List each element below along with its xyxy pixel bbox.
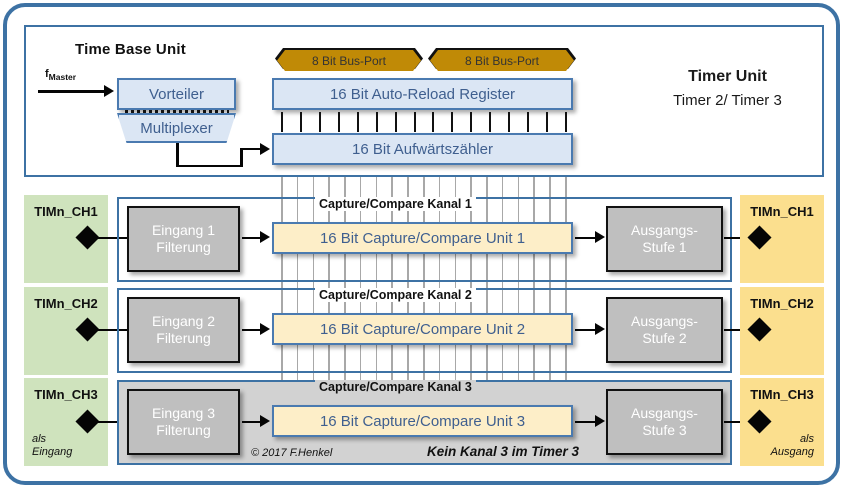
cc-to-output-arrow-ch3-icon xyxy=(595,415,605,427)
input-filter-ch3-line2: Filterung xyxy=(156,422,211,438)
output-stage-ch1: Ausgangs- Stufe 1 xyxy=(606,206,723,272)
input-filter-ch1-line1: Eingang 1 xyxy=(151,221,216,238)
time-base-unit-title: Time Base Unit xyxy=(75,41,186,58)
input-panel-ch3: TIMn_CH3 als Eingang xyxy=(24,378,108,466)
input-filter-ch3-line1: Eingang 3 xyxy=(151,404,216,421)
page-title: Timer Unit xyxy=(688,68,767,85)
capture-compare-unit-3-label: 16 Bit Capture/Compare Unit 3 xyxy=(319,412,526,430)
pin-label-right-ch3: TIMn_CH3 xyxy=(750,387,814,402)
input-filter-ch2: Eingang 2 Filterung xyxy=(127,297,240,363)
capture-compare-unit-2-label: 16 Bit Capture/Compare Unit 2 xyxy=(319,320,526,338)
input-filter-ch1: Eingang 1 Filterung xyxy=(127,206,240,272)
output-stage-ch3-line1: Ausgangs- xyxy=(631,404,698,421)
cc-to-output-line-ch3 xyxy=(575,420,597,423)
prescaler-label: Vorteiler xyxy=(148,85,205,103)
auto-reload-register-box: 16 Bit Auto-Reload Register xyxy=(272,78,573,110)
f-master-subscript: Master xyxy=(48,72,77,83)
channel-3-title: Capture/Compare Kanal 3 xyxy=(315,380,476,394)
pin-label-left-ch1: TIMn_CH1 xyxy=(34,204,98,219)
channel-1-title: Capture/Compare Kanal 1 xyxy=(315,197,476,211)
pin-in-line-ch2 xyxy=(96,328,128,331)
mux-to-counter-arrow-icon xyxy=(260,142,270,155)
cc-to-output-arrow-ch1-icon xyxy=(595,231,605,243)
input-filter-ch3: Eingang 3 Filterung xyxy=(127,389,240,455)
capture-compare-unit-2: 16 Bit Capture/Compare Unit 2 xyxy=(272,313,573,345)
cc-to-output-line-ch1 xyxy=(575,236,597,239)
mux-out-hline xyxy=(176,164,242,167)
copyright-text: © 2017 F.Henkel xyxy=(251,447,333,459)
pin-label-right-ch1: TIMn_CH1 xyxy=(750,204,814,219)
up-counter-box: 16 Bit Aufwärtszähler xyxy=(272,133,573,165)
up-counter-label: 16 Bit Aufwärtszähler xyxy=(352,140,493,158)
capture-compare-unit-1: 16 Bit Capture/Compare Unit 1 xyxy=(272,222,573,254)
pin-in-line-ch3 xyxy=(96,420,128,423)
bus-port-right-label: 8 Bit Bus-Port xyxy=(464,53,540,68)
mux-out-vline2 xyxy=(240,149,243,167)
output-stage-ch3-line2: Stufe 3 xyxy=(642,422,687,438)
output-note-ch3: als Ausgang xyxy=(771,433,814,461)
input-note-ch3-line1: als xyxy=(32,432,47,445)
output-stage-ch2: Ausgangs- Stufe 2 xyxy=(606,297,723,363)
output-stage-ch1-line2: Stufe 1 xyxy=(642,239,687,255)
filter-to-cc-line-ch1 xyxy=(242,236,262,239)
channel-2-title: Capture/Compare Kanal 2 xyxy=(315,288,476,302)
capture-compare-unit-3: 16 Bit Capture/Compare Unit 3 xyxy=(272,405,573,437)
multiplexer-box: Multiplexer xyxy=(117,113,236,143)
channel-3-disabled-note: Kein Kanal 3 im Timer 3 xyxy=(427,444,580,459)
output-stage-ch2-line1: Ausgangs- xyxy=(631,312,698,329)
clock-input-arrow-icon xyxy=(104,84,114,97)
f-master-label: fMaster xyxy=(45,68,76,82)
input-note-ch3: als Eingang xyxy=(32,433,72,461)
input-note-ch3-line2: Eingang xyxy=(32,446,73,459)
cc-to-output-arrow-ch2-icon xyxy=(595,323,605,335)
page-subtitle: Timer 2/ Timer 3 xyxy=(673,92,782,109)
cc-to-output-line-ch2 xyxy=(575,328,597,331)
mux-out-vline xyxy=(176,143,179,167)
filter-to-cc-line-ch2 xyxy=(242,328,262,331)
input-filter-ch2-line1: Eingang 2 xyxy=(151,312,216,329)
pin-label-left-ch3: TIMn_CH3 xyxy=(34,387,98,402)
prescaler-box: Vorteiler xyxy=(117,78,236,110)
bus-port-right[interactable]: 8 Bit Bus-Port xyxy=(430,50,574,71)
filter-to-cc-arrow-ch3-icon xyxy=(260,415,270,427)
auto-reload-register-label: 16 Bit Auto-Reload Register xyxy=(329,85,516,103)
multiplexer-label: Multiplexer xyxy=(140,119,213,137)
capture-compare-unit-1-label: 16 Bit Capture/Compare Unit 1 xyxy=(319,229,526,247)
output-stage-ch2-line2: Stufe 2 xyxy=(642,330,687,346)
reload-bus-ticks xyxy=(281,112,567,132)
output-note-ch3-line1: als xyxy=(799,432,814,445)
output-stage-ch3: Ausgangs- Stufe 3 xyxy=(606,389,723,455)
bus-port-left[interactable]: 8 Bit Bus-Port xyxy=(277,50,421,71)
filter-to-cc-arrow-ch1-icon xyxy=(260,231,270,243)
f-master-symbol: f xyxy=(45,68,49,80)
mux-to-counter-line xyxy=(240,147,262,150)
prescaler-tap-dotted-line xyxy=(125,110,229,113)
pin-in-line-ch1 xyxy=(96,236,128,239)
filter-to-cc-line-ch3 xyxy=(242,420,262,423)
input-filter-ch1-line2: Filterung xyxy=(156,239,211,255)
output-note-ch3-line2: Ausgang xyxy=(770,446,814,459)
multiplexer-shape xyxy=(117,113,236,143)
output-stage-ch1-line1: Ausgangs- xyxy=(631,221,698,238)
pin-label-right-ch2: TIMn_CH2 xyxy=(750,296,814,311)
pin-label-left-ch2: TIMn_CH2 xyxy=(34,296,98,311)
input-panel-ch1: TIMn_CH1 xyxy=(24,195,108,283)
bus-port-left-label: 8 Bit Bus-Port xyxy=(311,53,387,68)
filter-to-cc-arrow-ch2-icon xyxy=(260,323,270,335)
clock-input-line xyxy=(38,90,106,93)
input-filter-ch2-line2: Filterung xyxy=(156,330,211,346)
